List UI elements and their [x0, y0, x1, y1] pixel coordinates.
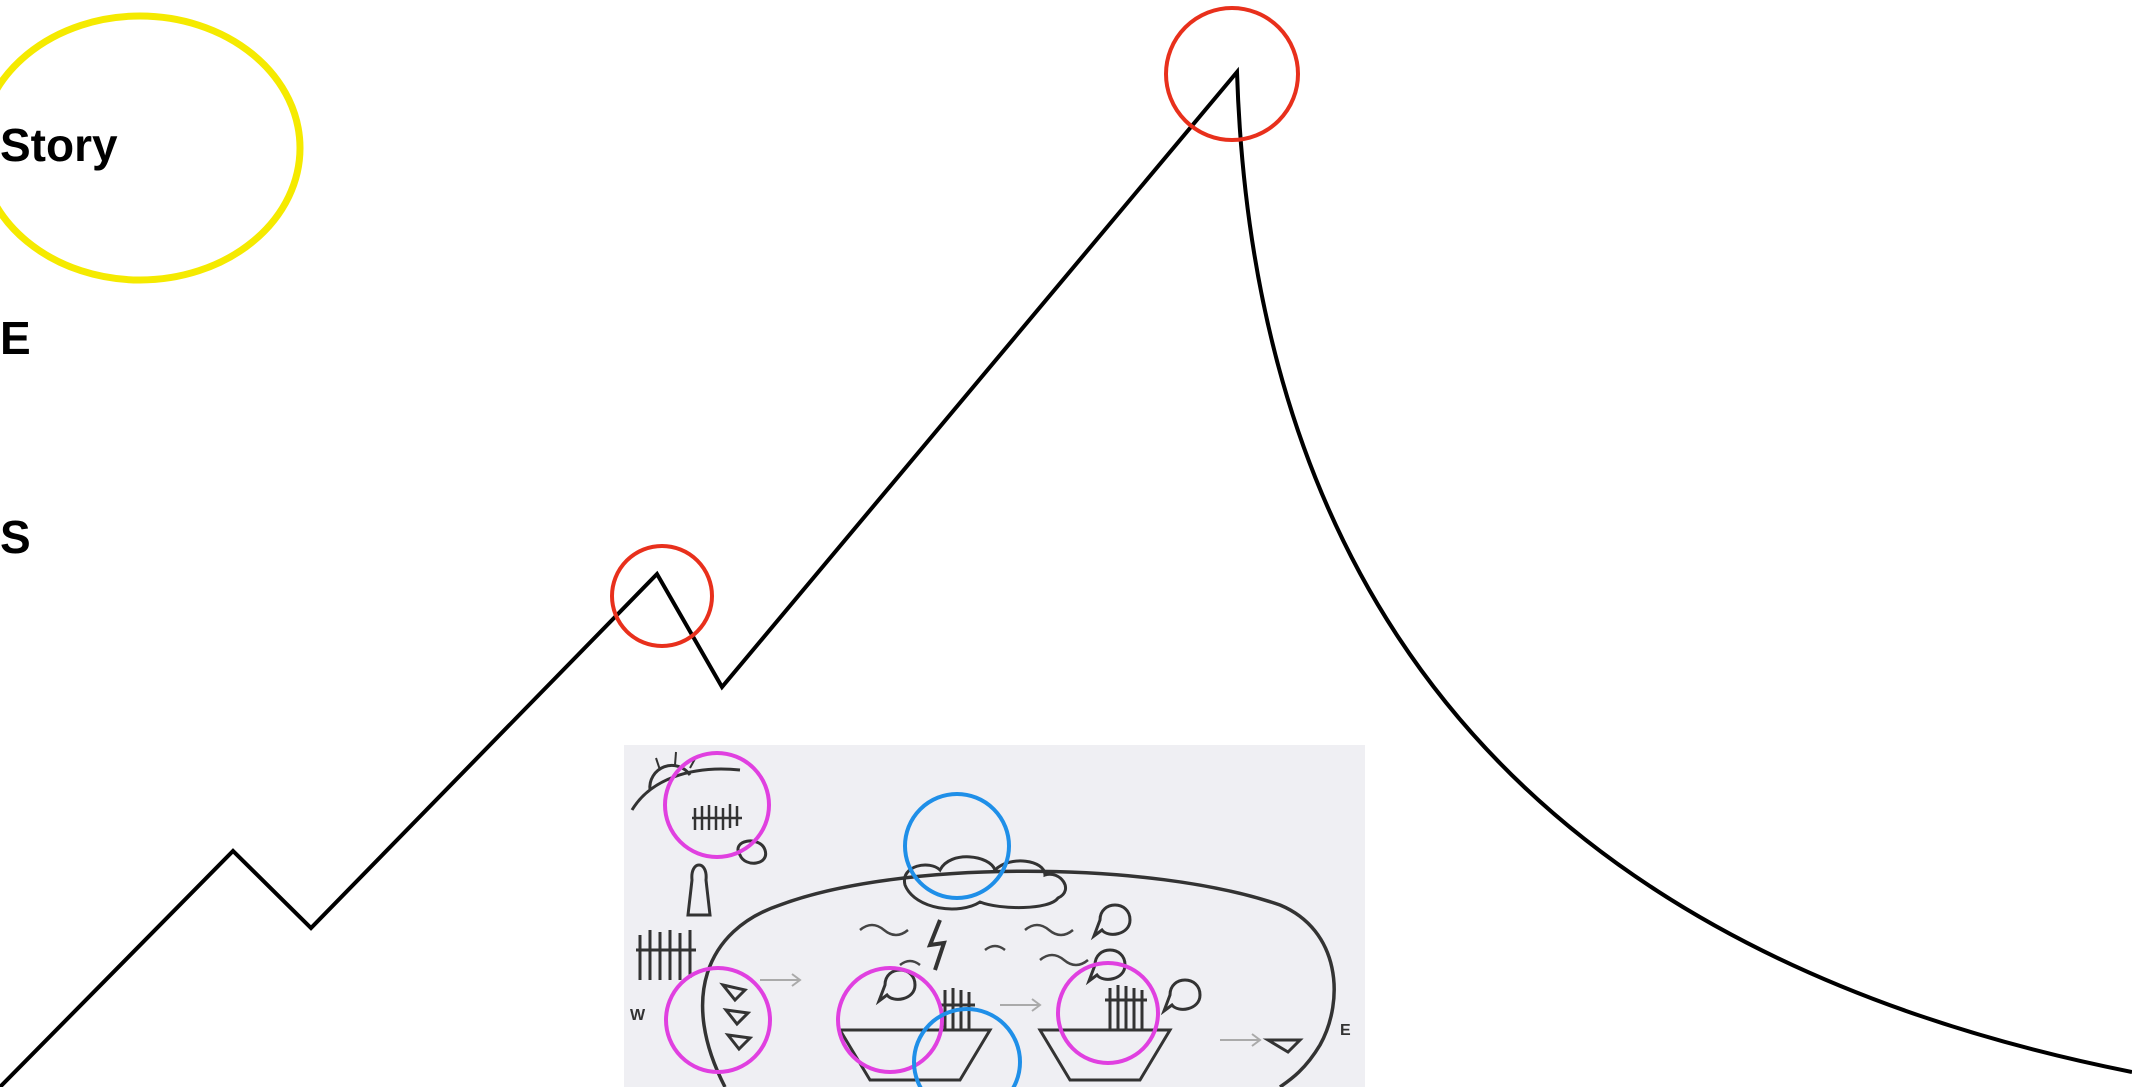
sea-oval	[700, 869, 1336, 1087]
crowd-sketch-top	[692, 804, 742, 830]
lightning-bolt	[926, 919, 947, 971]
label-story: Story	[0, 119, 118, 171]
sketch-paper	[624, 745, 1365, 1087]
storm-cloud	[903, 855, 1067, 911]
magenta-circle-right-boat	[1056, 961, 1160, 1065]
label-e: E	[0, 312, 31, 364]
crowd-boat-right	[1105, 985, 1147, 1030]
climax-marker	[1164, 6, 1300, 142]
sketch-letter-east: E	[1340, 1022, 1351, 1039]
story-highlight-ellipse	[0, 12, 304, 284]
label-s: S	[0, 511, 31, 563]
magenta-circle-center-boat	[836, 966, 944, 1074]
crowd-sketch-left	[636, 930, 696, 980]
blue-circle-center	[912, 1007, 1022, 1087]
faint-arrows	[760, 973, 1262, 1047]
waves	[859, 923, 1089, 967]
boat-east	[1262, 1038, 1304, 1054]
figure-sketch	[686, 863, 712, 917]
plot-line	[0, 66, 2132, 1087]
blue-circle-storm	[903, 792, 1011, 900]
hand-drawn-sketch: W	[624, 745, 1365, 1087]
boats-west	[719, 982, 754, 1052]
blue-markers	[903, 792, 1022, 1087]
minor-climax-marker	[610, 544, 714, 648]
magenta-circle-west-boats	[664, 966, 772, 1074]
sketch-letter-west: W	[630, 1007, 646, 1024]
magenta-markers	[663, 751, 1160, 1074]
magenta-circle-sun-crowd	[663, 751, 771, 859]
